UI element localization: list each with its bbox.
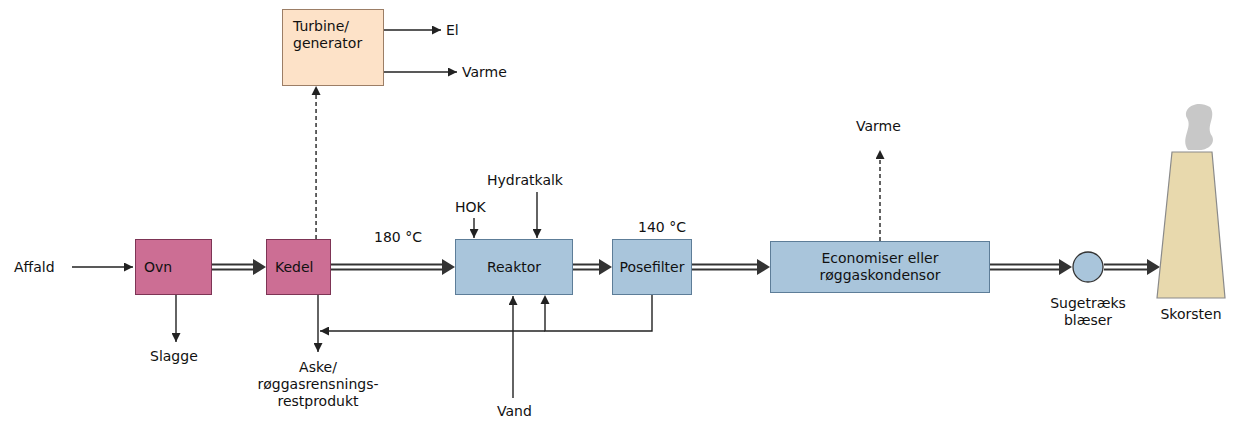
connector-outer <box>1104 264 1149 271</box>
input-label: Vand <box>497 403 532 420</box>
connector-inner <box>990 266 1061 269</box>
input-label: HOK <box>455 199 486 216</box>
flow-connector <box>541 295 653 331</box>
output-label: Varme <box>856 118 901 135</box>
water-inflow-arrow <box>512 296 513 398</box>
arrowhead <box>442 259 455 275</box>
temperature-label: 140 °C <box>638 219 686 236</box>
connector-inner <box>1104 266 1149 269</box>
hok-inflow-arrow <box>473 218 474 238</box>
connector-inner <box>573 266 601 269</box>
flue-gas-connector <box>573 259 612 275</box>
box-label: Ovn <box>144 259 172 276</box>
turbine-generator-box: Turbine/ generator <box>282 9 384 86</box>
chimney-outline <box>1157 152 1225 298</box>
fan-circle <box>1073 252 1103 282</box>
ash-outflow-arrow <box>317 295 318 352</box>
connector-outer <box>212 264 255 271</box>
box-label: Reaktor <box>487 259 541 276</box>
heat-outflow-dashed-arrow <box>879 150 880 241</box>
fan-symbol: Sugetræks blæser <box>1072 251 1104 283</box>
residue-return-line <box>320 330 545 331</box>
box-label: Economiser eller røggaskondensor <box>777 250 983 284</box>
input-label: Affald <box>14 259 55 276</box>
arrowhead <box>253 259 266 275</box>
node-caption: Skorsten <box>1141 306 1241 323</box>
boiler-box: Kedel <box>266 239 331 295</box>
connector-outer <box>990 264 1061 271</box>
connector-inner <box>692 266 759 269</box>
flue-gas-connector <box>212 259 266 275</box>
box-label: Kedel <box>275 259 314 276</box>
waste-inflow-arrow <box>72 266 133 267</box>
node-caption: Sugetræks blæser <box>1038 295 1138 329</box>
chimney-symbol-outline <box>1157 152 1225 298</box>
arrowhead <box>1059 259 1072 275</box>
smoke-plume <box>1185 104 1213 150</box>
box-label: Posefilter <box>620 259 685 276</box>
economiser-box: Economiser eller røggaskondensor <box>770 241 990 293</box>
lime-inflow-arrow <box>536 192 537 238</box>
arrowhead <box>1147 259 1160 275</box>
power-outflow-arrow <box>384 29 441 30</box>
output-label: Slagge <box>150 348 198 365</box>
output-label: Aske/ røggasrensnings- restprodukt <box>243 359 393 409</box>
chimney-symbol: Skorsten <box>1157 152 1225 298</box>
fan-symbol-outline <box>1072 251 1104 283</box>
furnace-box: Ovn <box>135 239 212 295</box>
connector-line <box>315 93 316 239</box>
flue-gas-connector <box>990 259 1072 275</box>
reactor-box: Reaktor <box>455 239 573 295</box>
connector-inner <box>331 266 444 269</box>
flow-connector <box>312 86 321 239</box>
bag-filter-box: Posefilter <box>612 239 692 295</box>
arrowhead <box>599 259 612 275</box>
heat-outflow-arrow <box>384 71 457 72</box>
connector-outer <box>692 264 759 271</box>
connector-line <box>545 295 652 331</box>
arrowhead <box>312 86 321 95</box>
connector-outer <box>573 264 601 271</box>
flue-gas-connector <box>1104 259 1160 275</box>
slag-outflow-arrow <box>175 295 176 342</box>
temperature-label: 180 °C <box>372 229 424 246</box>
arrowhead <box>541 295 550 304</box>
box-label: Turbine/ generator <box>293 18 373 52</box>
flue-gas-connector <box>331 259 455 275</box>
connector-outer <box>331 264 444 271</box>
connector-inner <box>212 266 255 269</box>
arrowhead <box>757 259 770 275</box>
output-label: El <box>446 22 459 39</box>
output-label: Varme <box>462 64 507 81</box>
input-label: Hydratkalk <box>487 172 563 189</box>
flue-gas-connector <box>692 259 770 275</box>
